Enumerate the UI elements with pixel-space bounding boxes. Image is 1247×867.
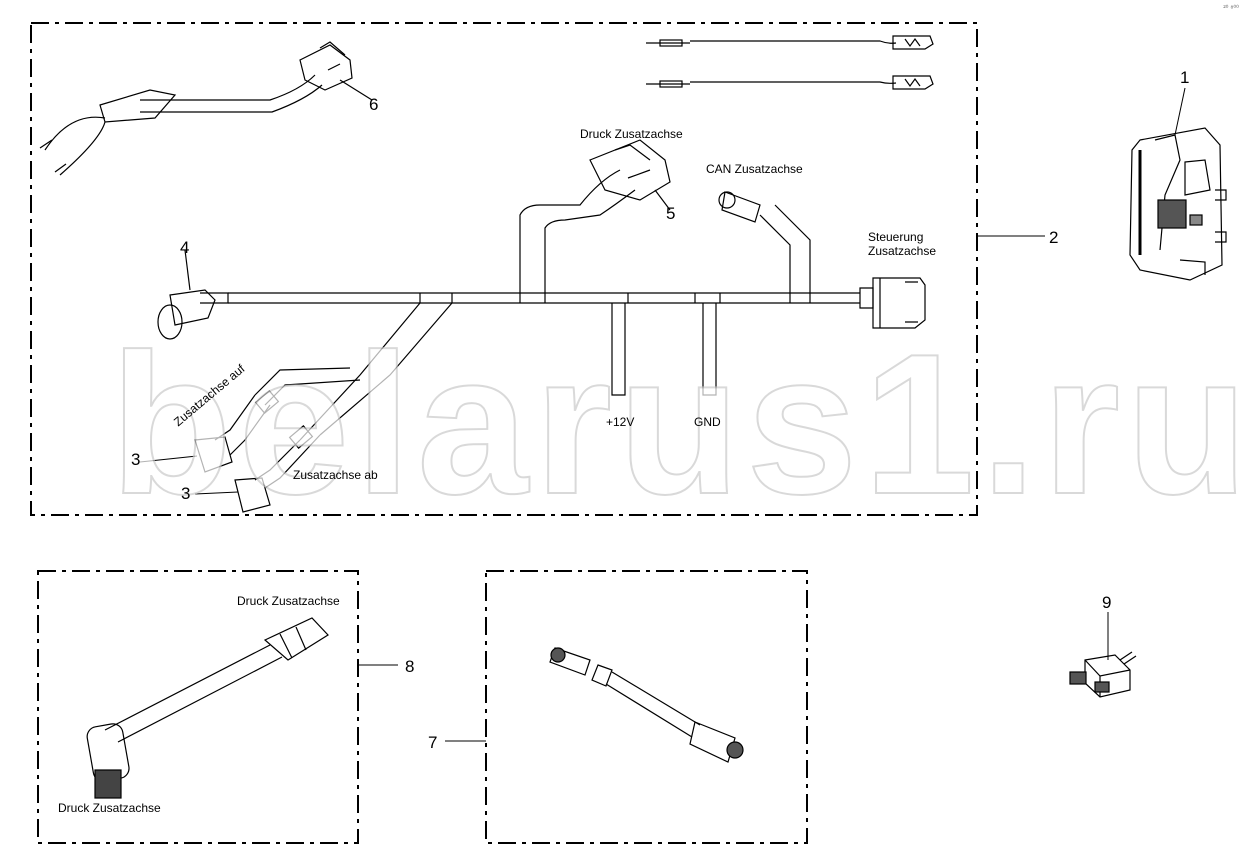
label-steuerung: Steuerung [868,230,924,244]
leader-lines [139,87,1186,742]
callout-3a: 3 [131,450,141,469]
label-gnd: GND [694,415,721,429]
callout-1: 1 [1180,68,1190,87]
t-adapter-9 [1069,651,1137,698]
label-druck-zusatzachse-box8-top: Druck Zusatzachse [237,594,340,608]
callout-4: 4 [180,238,190,257]
can-extension-cable-7 [549,647,744,763]
callout-8: 8 [405,657,415,676]
label-steuerung-zusatzachse: Zusatzachse [868,244,937,258]
label-can-zusatzachse: CAN Zusatzachse [706,162,803,176]
label-plus-12v: +12V [606,415,635,429]
callout-3b: 3 [181,484,191,503]
label-zusatzachse-ab: Zusatzachse ab [293,468,378,482]
main-harness-group-box [30,22,978,516]
jumper-wire-1 [646,35,934,50]
control-unit-1 [1129,127,1227,281]
callout-5: 5 [666,204,676,223]
corner-mark: ²⁰ ⁸⁰⁰ [1223,5,1239,12]
jumper-wire-2 [646,75,934,90]
label-druck-zusatzachse-box8-bottom: Druck Zusatzachse [58,801,161,815]
callout-6: 6 [369,95,379,114]
kit-7-group-box [485,570,808,844]
label-druck-zusatzachse-top: Druck Zusatzachse [580,127,683,141]
callout-9: 9 [1102,593,1112,612]
kit-8-group-box [37,570,359,844]
main-harness [157,139,926,513]
callout-2: 2 [1049,228,1059,247]
harness-6 [39,41,373,176]
callout-7: 7 [428,733,438,752]
pressure-sensor-cable-8 [86,617,329,799]
